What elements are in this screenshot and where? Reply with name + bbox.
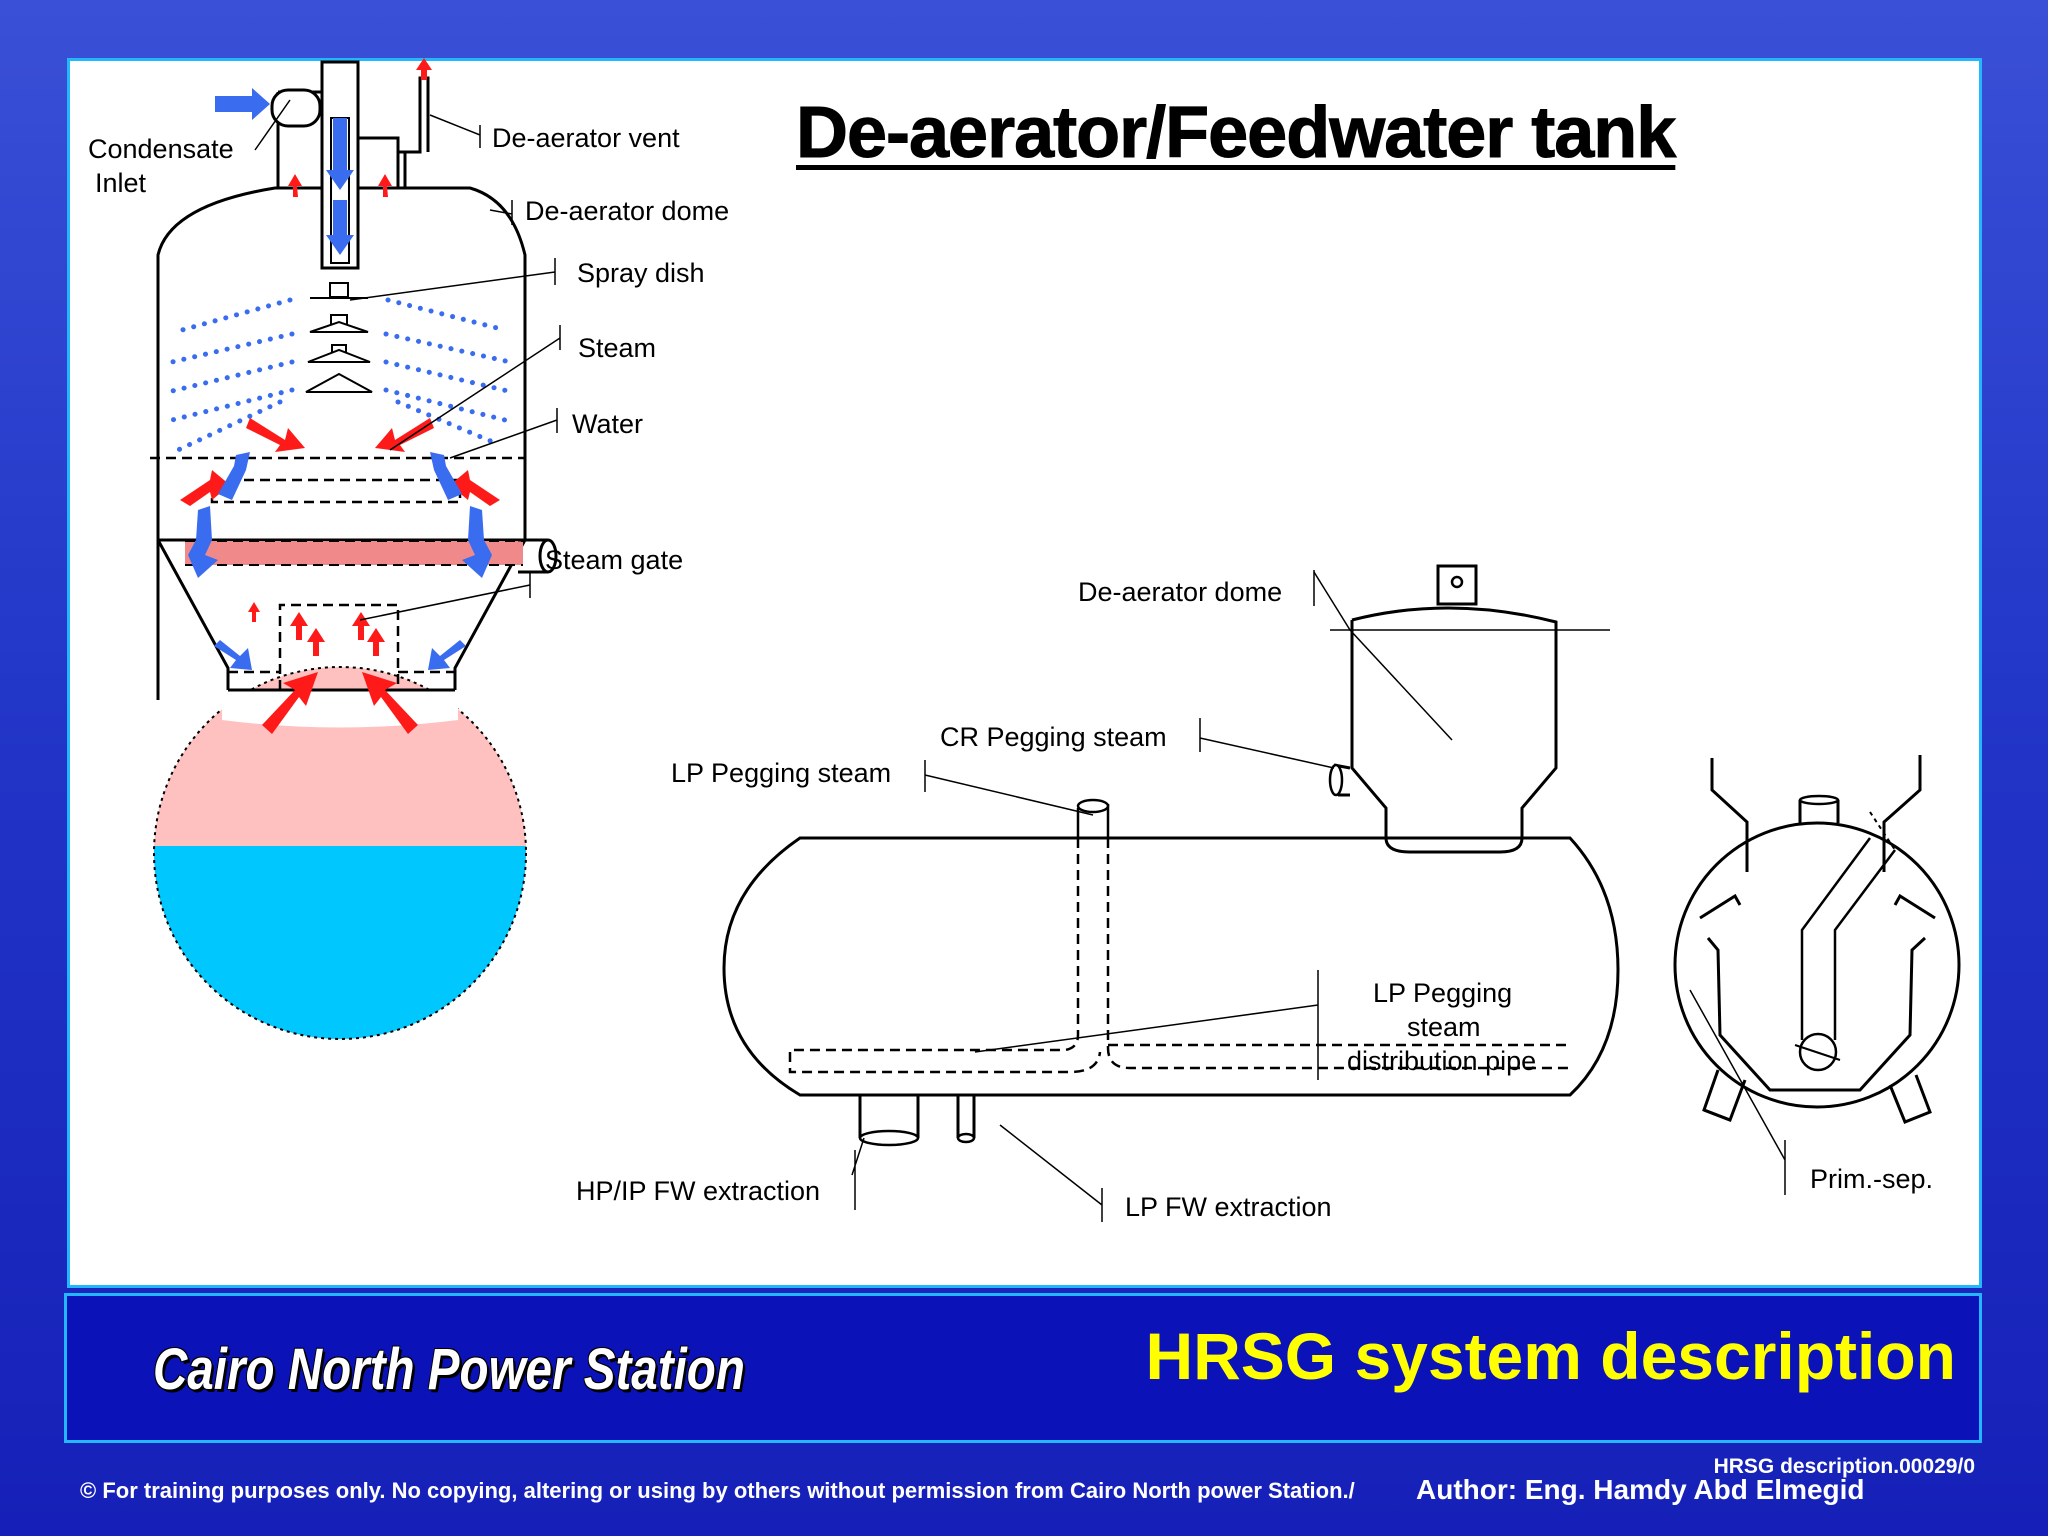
condensate-inlet-pipe [270,88,322,128]
spray-droplets [165,297,515,453]
spray-dishes [305,282,373,393]
footer-band [64,1293,1982,1443]
steam-arrows [180,174,500,734]
water-arrows [188,452,492,670]
label-lp-dist-pipe-2: steam [1407,1012,1481,1042]
lp-extraction-nozzle [956,1095,976,1138]
horizontal-feedwater-tank: De-aerator dome CR Pegging steam LP Pegg… [576,564,1933,1222]
doc-code: HRSG description.00029/0 [1713,1455,1975,1478]
label-hp-ip-fw-extraction: HP/IP FW extraction [576,1176,820,1206]
label-spray-dish: Spray dish [577,258,705,288]
condensate-inlet-arrow [215,88,270,120]
label-water: Water [572,409,643,439]
slide-title: De-aerator/Feedwater tank [795,93,1676,174]
lp-pegging-pipe [788,798,1570,1074]
author-credit: Author: Eng. Hamdy Abd Elmegid [1416,1474,1865,1505]
tank-outline [722,836,1620,1097]
system-title: HRSG system description [1145,1319,1956,1393]
label-steam-gate: Steam gate [545,545,683,575]
label-condensate-inlet-1: Condensate [88,134,234,164]
label-lp-dist-pipe-3: distribution pipe [1347,1046,1536,1076]
label-deaerator-dome-right: De-aerator dome [1078,577,1282,607]
vent-pipe [358,76,430,188]
label-lp-fw-extraction: LP FW extraction [1125,1192,1332,1222]
label-condensate-inlet-2: Inlet [95,168,147,198]
vessel-outline [156,186,527,700]
tank-cross-section [1673,755,1961,1195]
label-lp-dist-pipe-1: LP Pegging [1373,978,1512,1008]
label-deaerator-dome-left: De-aerator dome [525,196,729,226]
copyright-notice: © For training purposes only. No copying… [80,1478,1355,1503]
label-lp-pegging-steam: LP Pegging steam [671,758,891,788]
label-steam: Steam [578,333,656,363]
vertical-deaerator: Condensate Inlet De-aerator vent De-aera… [88,58,729,1040]
label-deaerator-vent: De-aerator vent [492,123,680,153]
steam-gate-pipe [518,538,548,574]
station-name: Cairo North Power Station [153,1337,745,1402]
dome-outline [1350,606,1558,854]
hp-ip-extraction-nozzle [858,1095,920,1138]
water-space [154,846,526,1039]
label-cr-pegging-steam: CR Pegging steam [940,722,1167,752]
label-prim-sep: Prim.-sep. [1810,1164,1933,1194]
steam-space [154,667,526,846]
